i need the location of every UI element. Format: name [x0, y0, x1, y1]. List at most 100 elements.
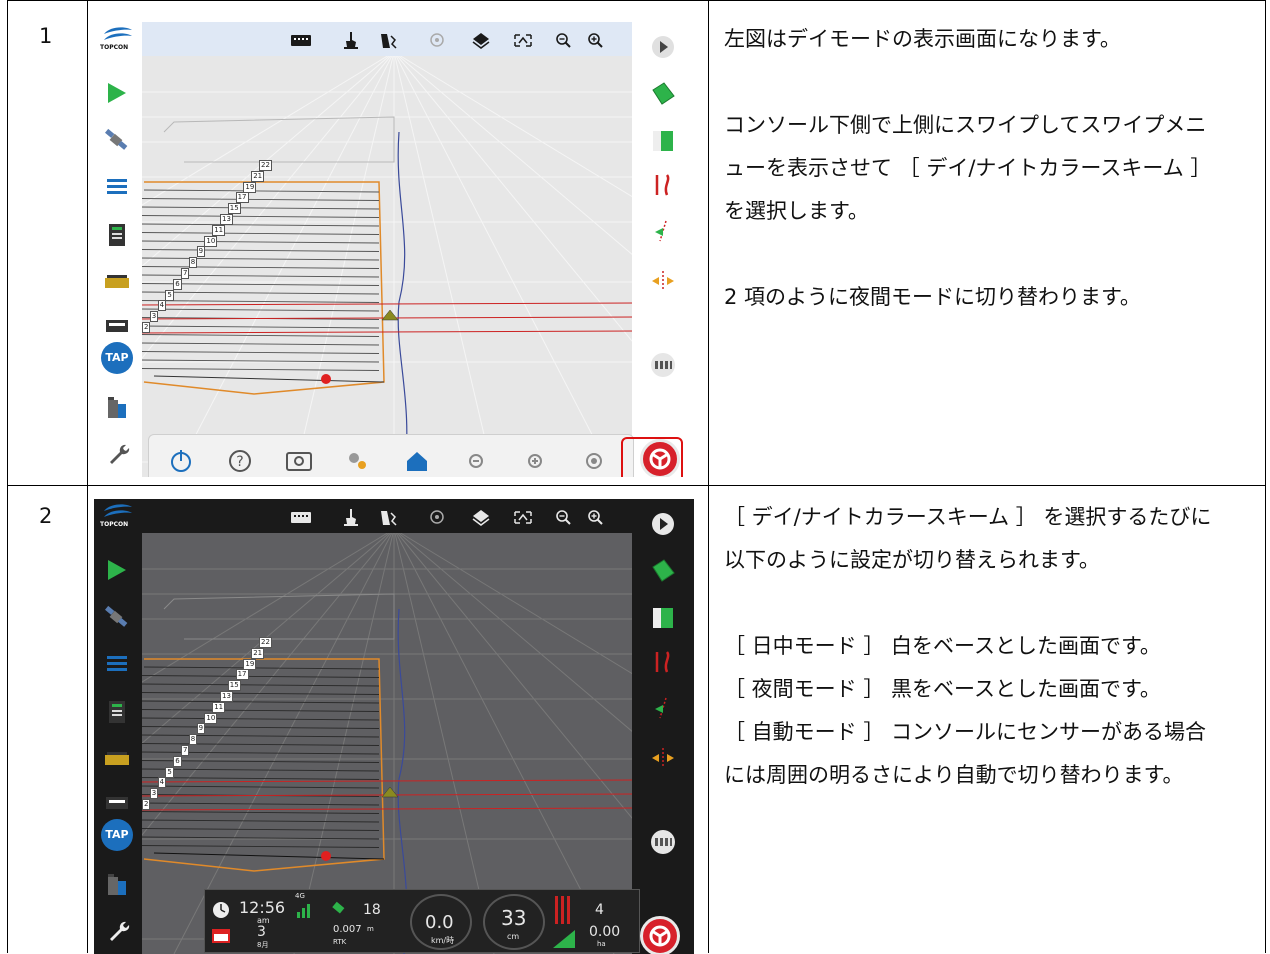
grid-line [393, 528, 615, 954]
topcon-logo [100, 503, 136, 531]
guidance-pattern-icon[interactable] [650, 172, 676, 198]
nudge-icon[interactable] [650, 695, 676, 721]
guidance-arrow-icon[interactable] [104, 80, 130, 106]
section-control-icon[interactable] [650, 829, 676, 855]
console-icon[interactable] [104, 314, 130, 340]
coverage-icon [551, 928, 577, 954]
guidance-line [143, 189, 380, 193]
grid-line [393, 528, 495, 954]
home-icon[interactable] [395, 443, 439, 477]
guidance-line [139, 342, 380, 346]
table-border-right [1265, 0, 1266, 953]
zoom-out-icon[interactable] [552, 507, 574, 527]
view-extent-icon[interactable] [512, 30, 534, 50]
hand-pointer-icon[interactable] [340, 30, 362, 50]
power-icon[interactable] [159, 443, 203, 477]
zoom-in-icon[interactable] [584, 30, 606, 50]
screenshot-icon[interactable] [277, 443, 321, 477]
grid-line [393, 528, 694, 712]
field-map[interactable] [94, 22, 694, 477]
guidance-line [139, 240, 380, 244]
swipe-menu: ? [148, 434, 683, 477]
field-boundary-icon[interactable] [650, 557, 676, 583]
layers-icon[interactable] [470, 507, 492, 527]
guidance-line [139, 700, 380, 704]
implement-icon[interactable] [104, 270, 130, 296]
expand-panel-icon[interactable] [650, 34, 676, 60]
status-signal: 4G [295, 892, 305, 900]
guidance-line [139, 274, 380, 278]
guidance-line [139, 828, 380, 831]
guidance-line [139, 717, 380, 721]
keyboard-icon[interactable] [290, 507, 312, 527]
brightness-down-icon[interactable] [454, 443, 498, 477]
wrench-icon[interactable] [104, 440, 130, 466]
section-control-icon[interactable] [650, 352, 676, 378]
active-guidance-line [138, 779, 643, 783]
gps-target-icon[interactable] [426, 30, 448, 50]
implement-icon[interactable] [104, 747, 130, 773]
brightness-up-icon[interactable] [513, 443, 557, 477]
guidance-line [139, 266, 380, 269]
steering-icon[interactable] [378, 507, 400, 527]
expand-panel-icon[interactable] [650, 511, 676, 537]
description-line: 2 項のように夜間モードに切り替わります。 [724, 285, 1141, 309]
console-icon[interactable] [104, 791, 130, 817]
shift-line-icon[interactable] [650, 268, 676, 294]
view-extent-icon[interactable] [512, 507, 534, 527]
hand-pointer-icon[interactable] [340, 507, 362, 527]
active-guidance-line [138, 330, 643, 334]
satellite-icon[interactable] [104, 604, 130, 630]
settings-gears-icon[interactable] [336, 443, 380, 477]
line-number-label: 5 [165, 766, 174, 778]
layers-icon[interactable] [470, 30, 492, 50]
waypoint-marker [321, 374, 331, 384]
keyboard-icon[interactable] [290, 30, 312, 50]
layer-list-icon[interactable] [104, 651, 130, 677]
guidance-line [139, 777, 380, 780]
guidance-line [139, 709, 380, 712]
status-ampm: am [257, 916, 270, 925]
satellite-icon[interactable] [104, 127, 130, 153]
steering-icon[interactable] [378, 30, 400, 50]
tap-button[interactable]: TAP [101, 819, 133, 851]
autosteer-button[interactable] [640, 916, 680, 954]
shift-line-icon[interactable] [650, 745, 676, 771]
fuel-container-icon[interactable] [104, 871, 130, 897]
tap-button[interactable]: TAP [101, 342, 133, 374]
field-boundary-icon[interactable] [650, 80, 676, 106]
active-guidance-line [138, 807, 643, 811]
guidance-line [139, 802, 380, 806]
document-icon[interactable] [104, 699, 130, 725]
nudge-icon[interactable] [650, 218, 676, 244]
grid-line [173, 51, 395, 477]
description-line: 左図はデイモードの表示画面になります。 [724, 27, 1121, 51]
guidance-pattern-icon[interactable] [650, 649, 676, 675]
layer-list-icon[interactable] [104, 174, 130, 200]
zoom-out-icon[interactable] [552, 30, 574, 50]
fuel-container-icon[interactable] [104, 394, 130, 420]
guidance-line [139, 249, 380, 252]
guidance-line [139, 726, 380, 729]
headland-icon[interactable] [650, 605, 676, 631]
svg-text:?: ? [236, 454, 243, 470]
line-number-label: 21 [251, 647, 265, 659]
help-icon[interactable]: ? [218, 443, 262, 477]
headland-icon[interactable] [650, 128, 676, 154]
autosteer-button[interactable] [640, 439, 680, 477]
guidance-arrow-icon[interactable] [104, 557, 130, 583]
day-night-scheme-icon[interactable] [572, 443, 616, 477]
document-icon[interactable] [104, 222, 130, 248]
speed-gauge [410, 894, 472, 950]
zoom-in-icon[interactable] [584, 507, 606, 527]
table-border-col2 [708, 0, 709, 953]
row-number: 1 [39, 24, 53, 48]
guidance-line [139, 811, 380, 814]
field-map[interactable] [94, 499, 694, 954]
wrench-icon[interactable] [104, 917, 130, 943]
gps-target-icon[interactable] [426, 507, 448, 527]
line-number-label: 8 [188, 257, 198, 269]
